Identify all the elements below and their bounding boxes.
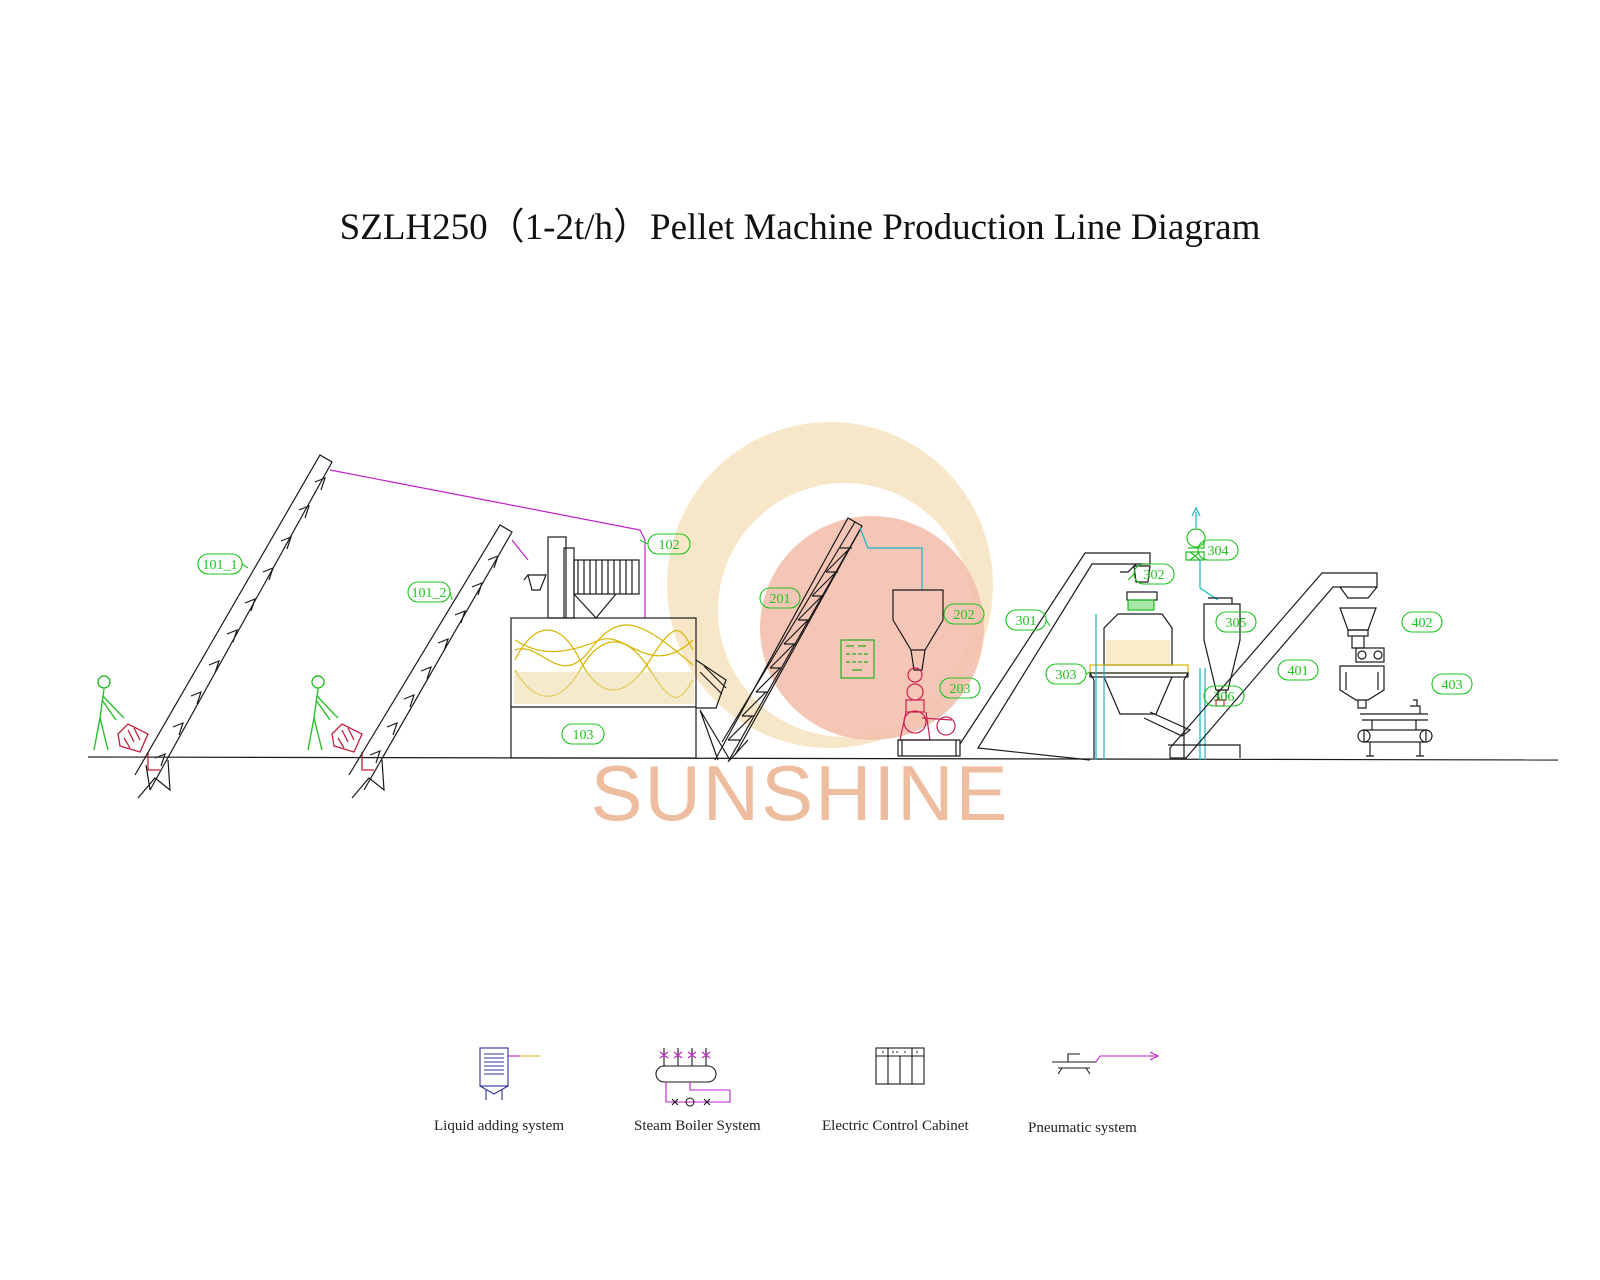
- callout-labels: 101_1 101_2 102 103 201 202 203 301 302 …: [203, 538, 1463, 743]
- callout-box-202: [943, 603, 985, 625]
- callout-box-403: [1431, 673, 1473, 695]
- liquid-adding-icon: [479, 1047, 540, 1100]
- feed-sack-1: [117, 723, 160, 771]
- callout-303: 303: [1056, 668, 1077, 683]
- callout-box-304: [1197, 539, 1239, 561]
- air-duct: [1095, 560, 1219, 760]
- callout-201: 201: [770, 592, 791, 607]
- feed-sack-2: [331, 723, 374, 771]
- callout-203: 203: [950, 682, 971, 697]
- callout-302: 302: [1144, 568, 1165, 583]
- callout-403: 403: [1442, 678, 1463, 693]
- callout-402: 402: [1412, 616, 1433, 631]
- callout-leaders: [241, 539, 1135, 675]
- callout-101-1: 101_1: [203, 558, 238, 573]
- pneumatic-line-short: [511, 539, 529, 561]
- callout-301: 301: [1016, 614, 1037, 629]
- mixing-material: [514, 672, 694, 704]
- legend-pneumatic: Pneumatic system: [1028, 1120, 1137, 1136]
- callout-202: 202: [954, 608, 975, 623]
- conveyor-401: [1168, 572, 1378, 759]
- steam-boiler-icon: [655, 1048, 731, 1107]
- callout-304: 304: [1208, 544, 1229, 559]
- diagram-title: SZLH250（1-2t/h）Pellet Machine Production…: [339, 207, 1261, 248]
- callout-box-305: [1215, 611, 1257, 633]
- watermark-text: SUNSHINE: [590, 749, 1010, 837]
- worker-2: [307, 675, 339, 751]
- cooler-303: [1089, 565, 1192, 758]
- callout-102: 102: [659, 538, 680, 553]
- callout-box-103: [561, 723, 605, 745]
- worker-1: [93, 675, 125, 751]
- ground-line: [87, 756, 1559, 761]
- cyclone-305: [1203, 597, 1241, 707]
- electric-cabinet-icon: [875, 1047, 925, 1085]
- callout-101-2: 101_2: [412, 586, 447, 601]
- bucket-elevator-101-1: [134, 454, 333, 799]
- watermark-sun: [760, 516, 984, 740]
- steam-line: [859, 527, 923, 590]
- legend-electric-cabinet: Electric Control Cabinet: [822, 1118, 969, 1134]
- pellet-mill-202-203: [892, 589, 961, 757]
- control-cabinet-box: [840, 639, 875, 679]
- callout-103: 103: [573, 728, 594, 743]
- legend-liquid-adding: Liquid adding system: [434, 1118, 564, 1134]
- callout-box-203: [939, 677, 981, 699]
- callout-box-306: [1203, 685, 1245, 707]
- callout-box-401: [1277, 659, 1319, 681]
- callout-group: [197, 533, 1473, 745]
- bucket-elevator-201: [699, 517, 863, 763]
- callout-401: 401: [1288, 664, 1309, 679]
- legend-steam-boiler: Steam Boiler System: [634, 1118, 761, 1134]
- callout-306: 306: [1214, 690, 1235, 705]
- fan-304: [1185, 506, 1206, 561]
- callout-box-201: [759, 587, 801, 609]
- pneumatic-icon: [1052, 1051, 1160, 1075]
- sewing-conveyor-403: [1357, 699, 1433, 757]
- pneumatic-line-top: [329, 469, 646, 618]
- packing-scale-402: [1339, 607, 1385, 709]
- callout-305: 305: [1226, 616, 1247, 631]
- mixer-103: [510, 536, 727, 759]
- callout-box-402: [1401, 611, 1443, 633]
- bucket-elevator-101-2: [348, 524, 513, 799]
